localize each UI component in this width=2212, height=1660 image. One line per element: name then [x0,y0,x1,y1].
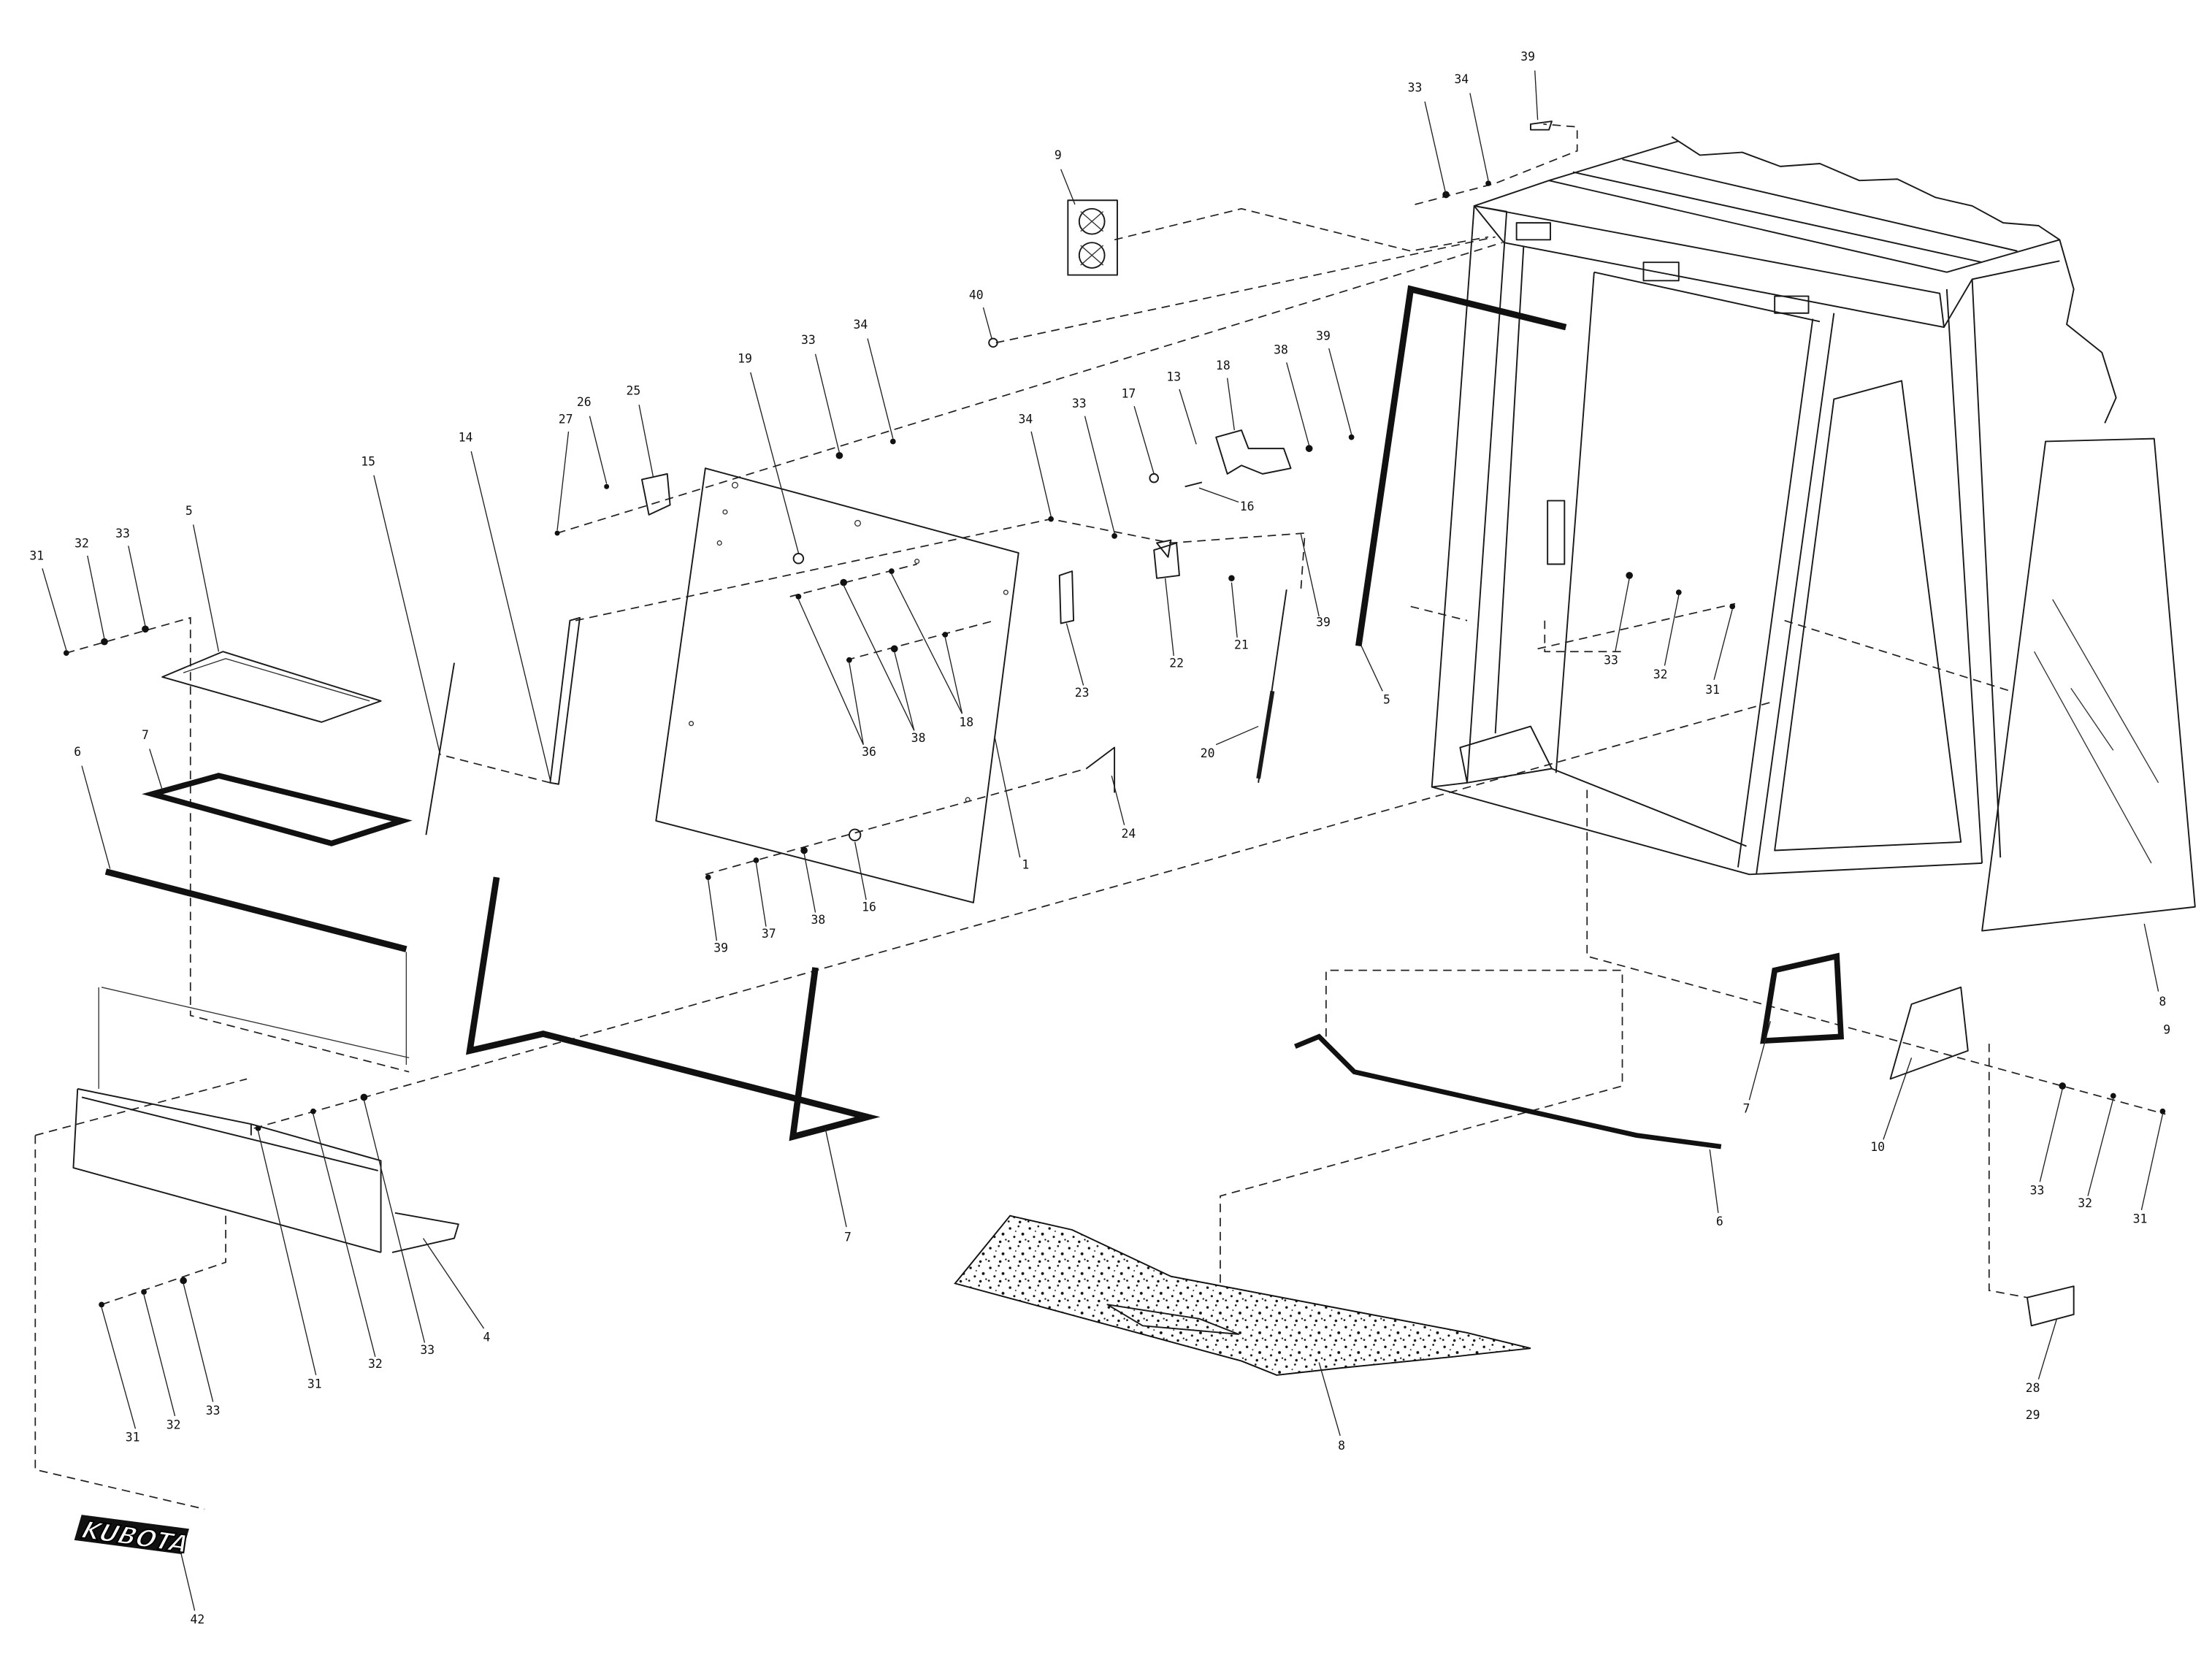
callout-label: 33 [2030,1184,2045,1198]
seal-strip [1355,285,1567,647]
floor-mat-cutout [1106,1304,1240,1335]
left-panels [72,616,581,1253]
callout-label: 14 [459,430,473,444]
callout-label: 42 [191,1613,205,1626]
callout-label: 39 [1520,50,1535,64]
roof-window [161,651,382,723]
break-line [1671,136,2117,424]
callout-label: 7 [142,728,149,742]
callout-label: 33 [1408,81,1423,95]
seal-strip [104,868,407,952]
callout-label: 38 [911,731,926,745]
callout-label: 24 [1122,827,1136,841]
callout-label: 39 [1316,329,1331,343]
callout-label: 34 [853,318,868,332]
callout-label: 21 [1234,638,1249,651]
seal-strip [1294,1033,1722,1150]
callout-label: 33 [1604,654,1618,668]
hinge-bracket [640,473,671,516]
callout-label: 31 [2133,1212,2148,1225]
callout-label: 15 [361,454,375,468]
right-small-panels [1889,986,2075,1327]
callout-label: 19 [738,351,752,365]
access-panel [1889,986,1969,1080]
callout-label: 22 [1169,656,1184,670]
callout-labels: 33 34 39 9 40 19 33 34 27 26 25 15 14 5 … [29,50,2170,1626]
callout-label: 5 [1383,693,1390,707]
light-fixture [1067,199,1118,276]
gas-strut [1256,690,1275,779]
callout-label: 28 [2026,1381,2040,1395]
callout-label: 38 [1274,343,1288,357]
callout-label: 7 [844,1230,851,1244]
door-hardware [554,121,1553,793]
callout-label: 16 [1240,500,1255,513]
callout-label: 32 [167,1418,181,1431]
callout-label: 31 [1705,683,1720,697]
callout-label: 29 [2026,1408,2040,1422]
callout-label: 33 [206,1404,221,1418]
seal-strip [466,876,881,1141]
callout-label: 16 [862,900,876,914]
callout-label: 5 [185,504,193,518]
floor-mat [954,1215,1531,1376]
trim-strip [549,616,581,785]
decal [2026,1285,2075,1327]
callout-label: 23 [1075,686,1090,700]
callout-label: 4 [483,1331,491,1345]
callout-label: 31 [307,1377,322,1391]
logo-text: KUBOTA [78,1515,192,1558]
callout-label: 1 [1022,858,1029,872]
callout-label: 32 [74,536,89,550]
callout-label: 32 [2078,1196,2092,1210]
callout-label: 8 [2159,995,2166,1009]
callout-label: 27 [559,412,573,426]
latch-assembly [1215,429,1292,475]
cab-frame [1431,136,2117,876]
callout-label: 7 [1743,1102,1750,1116]
callout-label: 10 [1870,1140,1885,1154]
callout-label: 25 [626,384,640,398]
side-glass-panel [1981,437,2196,932]
callout-label: 17 [1122,387,1136,401]
callout-label: 34 [1454,72,1469,86]
kubota-logo: KUBOTA [74,1515,194,1559]
callout-label: 36 [862,745,876,759]
seals-and-gaskets [104,285,1845,1150]
callout-label: 31 [29,549,44,563]
callout-label: 33 [420,1343,435,1357]
callout-label: 8 [1338,1439,1345,1453]
callout-label: 9 [2163,1023,2170,1037]
callout-label: 39 [1316,615,1331,629]
striker-bracket [1153,542,1180,579]
callout-label: 32 [1653,668,1668,681]
callout-label: 26 [577,395,592,409]
fan-icon [1078,207,1106,235]
callout-label: 6 [74,745,81,759]
callout-label: 37 [762,927,776,941]
callout-label: 39 [713,941,728,955]
door-panel [655,467,1019,903]
callout-label: 18 [959,716,973,730]
callout-label: 33 [1072,397,1087,410]
leader-lines [42,70,2164,1611]
callout-label: 33 [801,333,816,347]
gasket [1760,952,1845,1044]
callout-label: 13 [1166,370,1181,383]
callout-label: 33 [115,527,130,540]
callout-label: 40 [969,288,984,302]
callout-label: 6 [1716,1215,1723,1228]
fan-icon [1078,242,1106,269]
fastener-dots [63,180,2166,1308]
gasket [142,773,413,846]
callout-label: 34 [1019,412,1033,426]
callout-label: 38 [811,913,826,927]
callout-label: 9 [1055,148,1062,162]
callout-label: 32 [368,1357,383,1371]
callout-label: 20 [1201,746,1215,760]
callout-label: 18 [1216,359,1231,372]
callout-label: 31 [126,1431,140,1445]
